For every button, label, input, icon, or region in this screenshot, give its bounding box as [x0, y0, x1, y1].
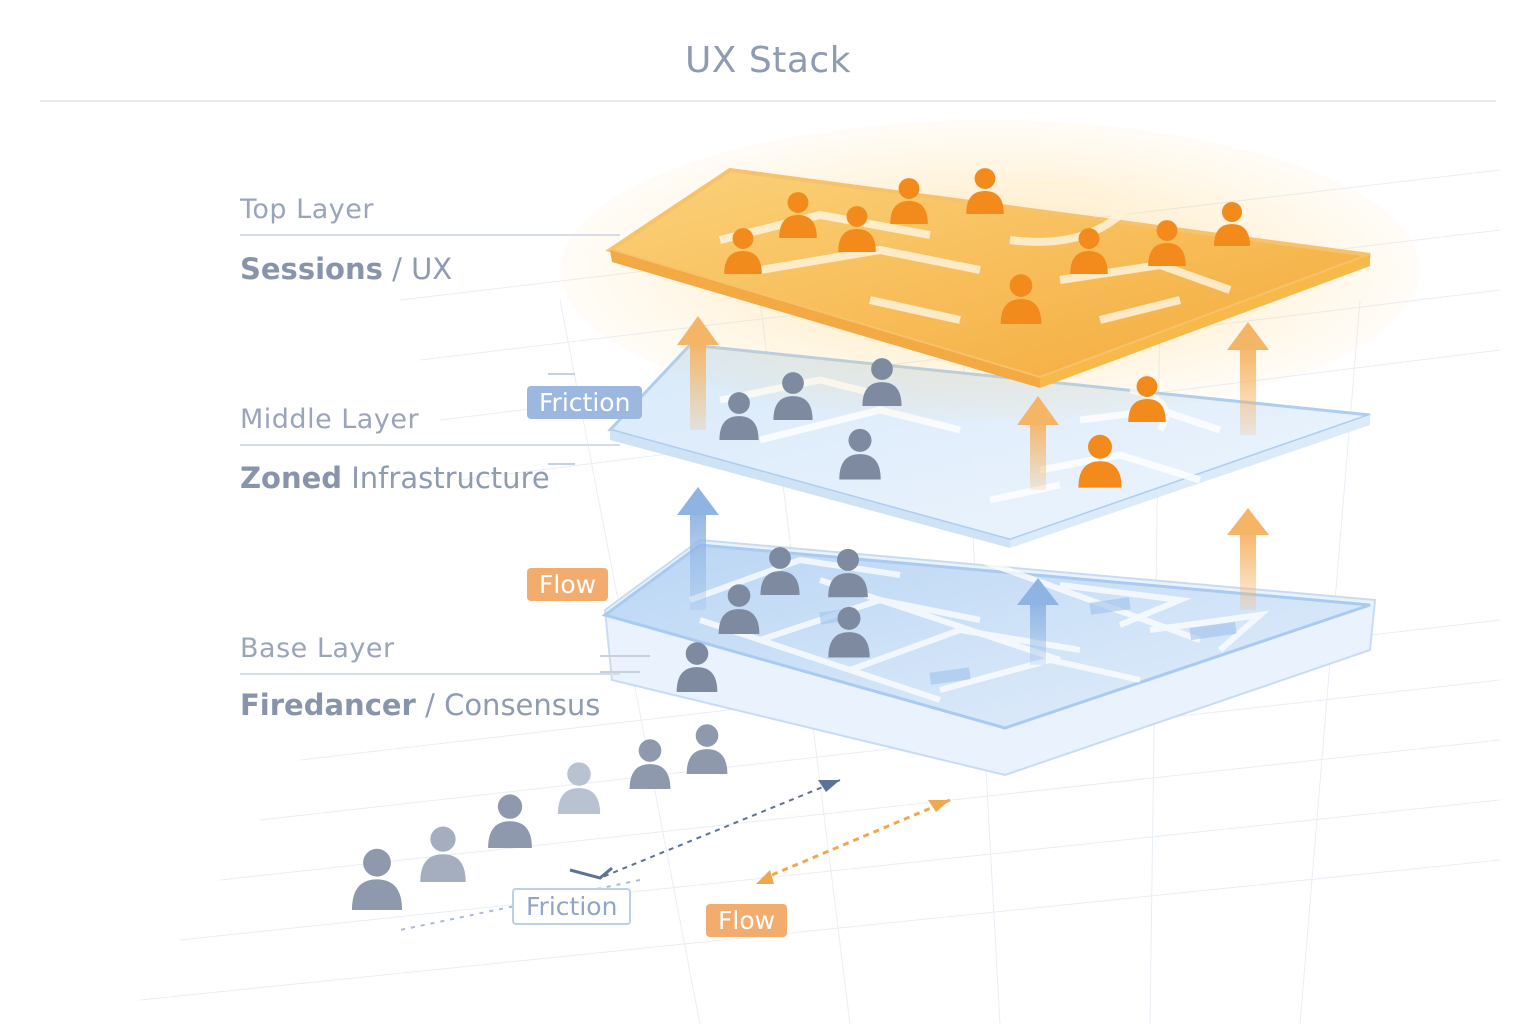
base-layer-slab [601, 538, 1377, 777]
top-layer-subtitle-rest: / UX [382, 252, 453, 286]
flow-badge-upper: Flow [527, 568, 609, 601]
middle-layer-subtitle-bold: Zoned [240, 461, 343, 495]
top-layer-slab [560, 120, 1420, 420]
top-layer-rule [240, 234, 620, 236]
up-arrow-icon [1227, 508, 1269, 610]
connector-lines [548, 373, 650, 673]
up-arrow-icon [677, 487, 719, 610]
user-icon [686, 724, 728, 774]
flow-badge-lower: Flow [706, 904, 788, 937]
user-icon [488, 794, 532, 848]
middle-layer-rule [240, 444, 620, 446]
user-queue [351, 724, 728, 910]
top-layer-subtitle-bold: Sessions [240, 252, 383, 286]
middle-layer-label: Middle Layer [240, 404, 420, 435]
up-arrow-icon [1017, 396, 1059, 490]
up-arrow-icon [1227, 322, 1269, 435]
base-layer-subtitle-bold: Firedancer [240, 688, 416, 722]
top-layer-subtitle: Sessions / UX [240, 252, 452, 286]
top-layer-label: Top Layer [240, 194, 374, 225]
up-arrow-icon [677, 316, 719, 430]
user-icon [557, 762, 601, 814]
middle-layer-subtitle-rest: Infrastructure [342, 461, 550, 495]
friction-badge-upper: Friction [527, 386, 643, 419]
user-icon [351, 848, 403, 910]
flow-arrow-icon [756, 798, 951, 884]
middle-layer-subtitle: Zoned Infrastructure [240, 461, 550, 495]
base-layer-subtitle: Firedancer / Consensus [240, 688, 600, 722]
page-title: UX Stack [684, 40, 852, 81]
title-divider [40, 100, 1496, 102]
up-arrow-icon [1017, 578, 1059, 665]
base-layer-rule [240, 673, 620, 675]
friction-badge-lower: Friction [512, 888, 632, 925]
base-layer-subtitle-rest: / Consensus [415, 688, 601, 722]
base-layer-label: Base Layer [240, 633, 395, 664]
